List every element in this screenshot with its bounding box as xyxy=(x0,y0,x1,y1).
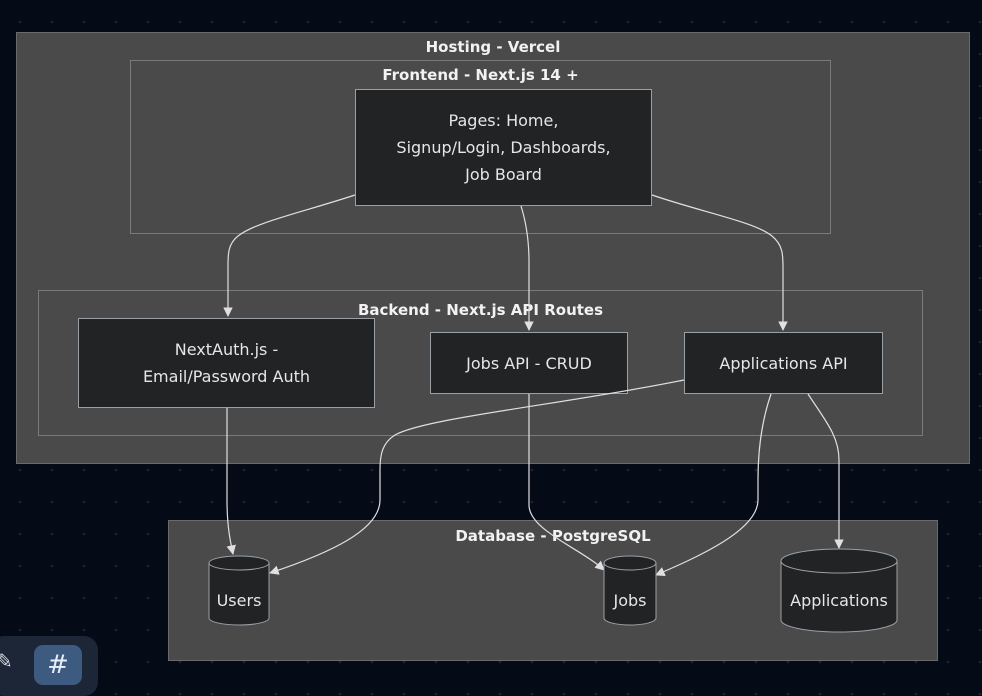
cluster-frontend-title: Frontend - Next.js 14 + xyxy=(382,66,579,84)
edge-jobsapi-jobs xyxy=(528,394,605,571)
cluster-frontend: Frontend - Next.js 14 + xyxy=(130,60,831,234)
users-db-node[interactable] xyxy=(208,555,270,626)
edge-nextauth-users xyxy=(226,408,236,555)
pencil-icon[interactable]: ✎ xyxy=(0,649,13,673)
edge-pages-jobsapi xyxy=(520,205,534,331)
cluster-backend: Backend - Next.js API Routes xyxy=(38,290,923,436)
cluster-hosting-title: Hosting - Vercel xyxy=(425,38,561,56)
edge-applicationsapi-users xyxy=(269,379,685,575)
users-db-label: Users xyxy=(216,591,262,610)
jobs-db-label: Jobs xyxy=(613,591,647,610)
edge-pages-applicationsapi xyxy=(651,194,788,331)
diagram-edges xyxy=(208,194,898,633)
edge-pages-nextauth xyxy=(223,194,356,317)
nextauth-node[interactable]: NextAuth.js - Email/Password Auth xyxy=(78,318,375,408)
applications-db-label: Applications xyxy=(790,591,888,610)
jobs-db-node[interactable] xyxy=(603,555,657,626)
cluster-backend-title: Backend - Next.js API Routes xyxy=(357,301,604,319)
edge-applicationsapi-jobs xyxy=(655,393,772,576)
jobs-api-node[interactable]: Jobs API - CRUD xyxy=(430,332,628,394)
applications-db-node[interactable] xyxy=(780,548,898,633)
grid-icon[interactable]: # xyxy=(34,645,82,685)
pages-node[interactable]: Pages: Home, Signup/Login, Dashboards, J… xyxy=(355,89,652,206)
applications-api-node[interactable]: Applications API xyxy=(684,332,883,394)
edge-applicationsapi-applications xyxy=(807,393,844,549)
